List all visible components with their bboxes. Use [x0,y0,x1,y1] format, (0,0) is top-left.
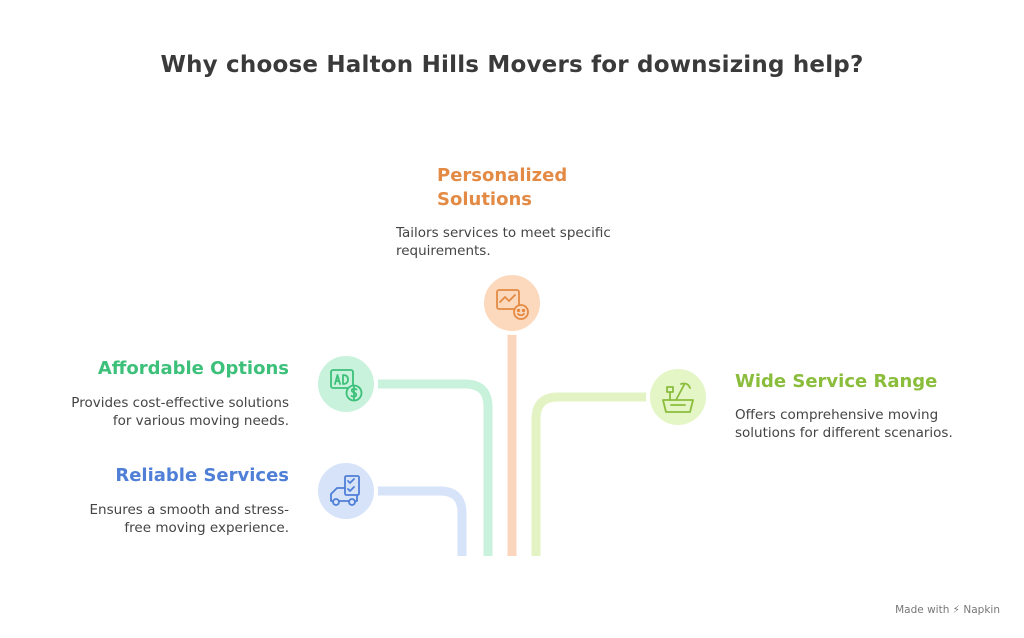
desc-affordable-line2: for various moving needs. [112,413,289,429]
connector-wide-range [531,392,652,556]
desc-affordable: Provides cost-effective solutions for va… [71,394,289,430]
desc-reliable-line1: Ensures a smooth and stress- [89,502,289,518]
page-title: Why choose Halton Hills Movers for downs… [160,52,864,78]
connector-affordable [374,379,493,556]
desc-affordable-line1: Provides cost-effective solutions [71,395,289,411]
ad-dollar-icon [330,369,363,402]
desc-reliable-line2: free moving experience. [124,520,289,536]
heading-personalized-line2: Solutions [437,189,532,210]
desc-personalized: Tailors services to meet specific requir… [396,224,611,260]
puzzle-smiley-icon [496,289,529,320]
desc-personalized-line2: requirements. [396,243,491,259]
heading-personalized-line1: Personalized [437,165,568,186]
heading-affordable: Affordable Options [97,358,289,379]
desc-wide-range: Offers comprehensive moving solutions fo… [735,406,953,442]
heading-wide-range: Wide Service Range [735,371,938,392]
desc-reliable: Ensures a smooth and stress- free moving… [90,501,289,537]
node-wide-range [646,365,710,429]
node-affordable [314,352,378,416]
toolbox-icon [662,382,694,413]
desc-wide-range-line2: solutions for different scenarios. [735,425,953,441]
truck-checklist-icon [330,475,360,506]
node-personalized [480,271,544,335]
heading-reliable: Reliable Services [115,465,289,486]
node-reliable [314,459,378,523]
footer-credit[interactable]: Made with ⚡ Napkin [895,604,1000,616]
desc-personalized-line1: Tailors services to meet specific [396,225,611,241]
heading-personalized: Personalized Solutions [437,164,567,212]
connector-reliable [374,486,467,556]
desc-wide-range-line1: Offers comprehensive moving [735,407,939,423]
